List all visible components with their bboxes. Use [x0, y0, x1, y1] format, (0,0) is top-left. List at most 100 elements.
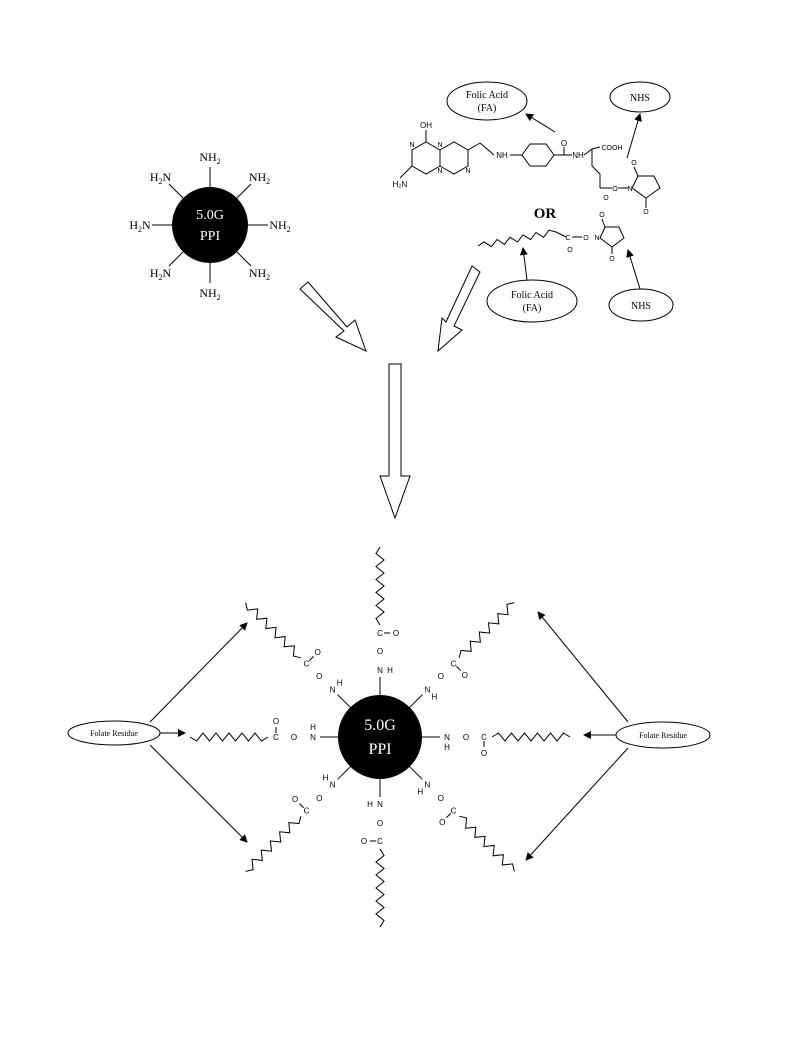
product-core-bond-lower-left — [337, 766, 351, 780]
product-atom-h-lower-left: H — [323, 773, 329, 782]
product-atom-o-upper-right: O — [438, 672, 444, 681]
amine-bond-8 — [168, 183, 184, 199]
reactant-core-circle — [172, 187, 248, 263]
nhs-carbonyl-top-1 — [633, 166, 639, 177]
ring-n-label-2: N — [437, 168, 442, 175]
product-atom-c-lower-left: C — [304, 807, 310, 816]
product-atom-o-lower-right: O — [438, 794, 444, 803]
product-atom-n-upper-left: N — [330, 686, 336, 695]
or-label: OR — [534, 206, 557, 222]
product-atom-n-upper-right: N — [424, 686, 430, 695]
generic-folate-chain — [477, 229, 557, 248]
product-folate-chain-lower-left — [245, 816, 302, 872]
amine-label-4: NH2 — [249, 266, 270, 282]
reactant-core-label-bottom: PPI — [200, 229, 221, 244]
nhs-callout-top-text: NHS — [630, 93, 650, 104]
fa-callout-bottom-arrow — [519, 247, 528, 281]
product-atom-c-upper-left: C — [304, 659, 310, 668]
product-atom-n-right: N — [444, 733, 450, 742]
nhs-callout-bottom-text: NHS — [631, 301, 651, 312]
product-atom-n-lower-right: N — [424, 780, 430, 789]
product-atom-c-upper-right: C — [451, 659, 457, 668]
product-carbonyl-o-bottom: O — [361, 837, 367, 846]
folate-residue-left-arrow-down — [149, 744, 248, 843]
amine-bond — [399, 165, 413, 179]
cooh-label: COOH — [602, 145, 623, 152]
product-carbonyl-o-lower-left: O — [292, 795, 298, 804]
amine-label-1: NH2 — [199, 150, 220, 166]
folate-residue-right-arrow-down — [525, 747, 629, 861]
pteridine-ring-a — [411, 141, 441, 175]
product-atom-c-right: C — [481, 733, 487, 742]
pteridine-ring-b — [439, 141, 469, 175]
glutamate-alpha-bond — [583, 148, 593, 156]
product-folate-chain-bottom — [375, 848, 385, 928]
fa-callout-bottom: Folic Acid (FA) — [486, 247, 578, 323]
fa-callout-bottom-ellipse — [486, 279, 578, 323]
benzene-ring — [521, 143, 555, 167]
generic-o2-label: O — [583, 235, 589, 242]
product-atom-h-right: H — [444, 743, 450, 752]
ring-n-label-3: N — [409, 142, 414, 149]
product-atom-h-left: H — [310, 723, 316, 732]
generic-atom-labels: C O O N O O — [565, 212, 615, 263]
product-core-bond-upper-left — [337, 694, 351, 708]
folate-residue-left-text: Folate Residue — [90, 729, 138, 738]
folate-residue-right-arrow-up — [537, 611, 629, 723]
fa-callout-bottom-line2: (FA) — [523, 303, 542, 314]
amine-label-6: H2N — [150, 266, 172, 282]
ester-o-label: O — [603, 195, 609, 202]
nhs-callout-top: NHS — [609, 81, 671, 159]
product-folate-chain-upper-left — [245, 602, 301, 659]
glutamate-chain-2 — [591, 165, 601, 175]
folate-residue-left-arrow-up — [149, 622, 248, 723]
nhs-callout-top-ellipse — [609, 81, 671, 113]
product-carbonyl-o-upper-left: O — [315, 648, 321, 657]
product-atom-o-right: O — [463, 733, 469, 742]
product-carbonyl-bond-lower-left — [299, 803, 304, 809]
nhs-ring-top — [631, 175, 661, 199]
product-atom-h-upper-left: H — [337, 679, 343, 688]
fa-callout-top-ellipse — [446, 81, 528, 121]
down-main-arrow — [379, 363, 411, 520]
oh-label: OH — [420, 121, 432, 130]
right-diagonal-arrow — [437, 265, 481, 353]
amide-nh-label: NH — [572, 151, 584, 160]
product-atom-n-top: N — [377, 666, 383, 675]
reactant-core-label-top: 5.0G — [196, 208, 224, 223]
amine-bond-4 — [236, 251, 252, 267]
amine-label-5: NH2 — [199, 286, 220, 302]
fa-callout-top-arrow — [525, 113, 556, 133]
product-folate-chain-lower-right — [459, 815, 515, 872]
product-folate-chains — [189, 546, 571, 928]
generic-o4-label: O — [609, 256, 615, 263]
product-atom-h-upper-right: H — [432, 693, 438, 702]
nhs-ring-bottom — [599, 226, 625, 248]
carbonyl-o-label: O — [561, 139, 567, 148]
folic-acid-structure — [399, 130, 661, 208]
fa-callout-bottom-line1: Folic Acid — [511, 290, 553, 301]
product-core-circle — [338, 695, 422, 779]
product-carbonyl-bond-lower-right — [446, 813, 452, 818]
product-folate-chain-left — [189, 732, 269, 742]
folate-residue-left: Folate Residue — [67, 622, 248, 843]
product-core-bond-upper-right — [409, 694, 423, 708]
generic-link-bond — [555, 231, 567, 238]
product-carbonyl-bond-upper-right — [456, 665, 461, 671]
reactant-amine-bonds — [152, 167, 268, 283]
generic-n-label: N — [594, 235, 599, 242]
ring-n-label-4: N — [465, 168, 470, 175]
product-atom-o-top: O — [377, 647, 383, 656]
product-folate-chain-top — [375, 546, 385, 626]
amine-label-2: NH2 — [249, 170, 270, 186]
nhs-carbonyl-bottom-1 — [601, 218, 606, 228]
amine-bond-2 — [236, 183, 252, 199]
product-atom-c-top: C — [377, 629, 383, 638]
product-atom-n-bottom: N — [377, 800, 383, 809]
left-diagonal-arrow — [299, 281, 367, 352]
product-atom-c-bottom: C — [377, 837, 383, 846]
folate-residue-right: Folate Residue — [525, 611, 711, 861]
